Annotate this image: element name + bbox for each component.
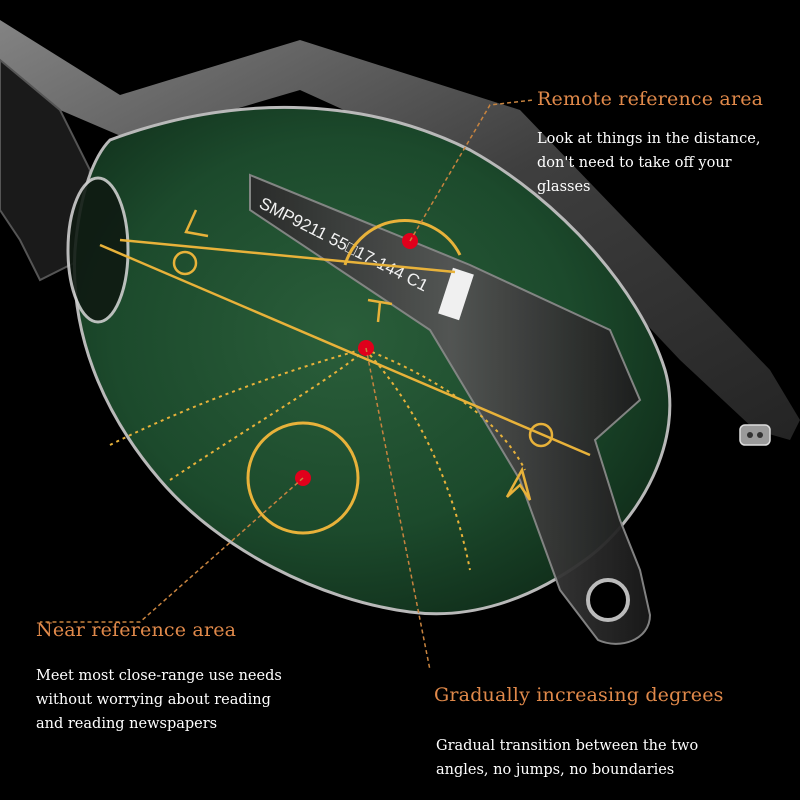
temple-arm xyxy=(249,173,652,645)
t-marker xyxy=(367,298,393,323)
frame-left-bridge xyxy=(0,58,92,282)
gradual-callout-line xyxy=(365,347,431,671)
near-area-title: Near reference area xyxy=(36,619,237,641)
near-area-description: Meet most close-range use needs without … xyxy=(36,668,282,732)
near-area-circle xyxy=(246,421,360,535)
dotted-curve-right2 xyxy=(371,351,526,471)
dotted-curve-left xyxy=(109,349,361,446)
remote-area-title: Remote reference area xyxy=(537,88,764,110)
top-axis-line xyxy=(119,238,456,274)
near-callout-line xyxy=(40,477,304,623)
dotted-curve-right xyxy=(369,354,471,571)
fork-marker-icon xyxy=(505,466,532,501)
axis-circle-icon xyxy=(528,422,554,448)
frame-top-bar xyxy=(0,20,800,440)
dotted-curve-mid xyxy=(169,349,366,481)
callout-lines xyxy=(40,99,534,671)
gradual-area-description: Gradual transition between the two angle… xyxy=(436,738,699,778)
hinge-screw-icon xyxy=(739,424,771,446)
guide-lines xyxy=(99,238,591,571)
l-marker xyxy=(184,209,209,238)
remote-area-description: Look at things in the distance, don't ne… xyxy=(537,131,761,195)
main-axis-line xyxy=(99,243,591,457)
gradual-area-title: Gradually increasing degrees xyxy=(434,684,724,706)
nose-pad-icon xyxy=(66,176,130,324)
axis-circle-icon xyxy=(172,250,198,276)
temple-white-band xyxy=(438,267,474,321)
remote-callout-line xyxy=(409,99,534,242)
remote-area-arc xyxy=(343,219,462,266)
temple-hole xyxy=(586,578,630,622)
